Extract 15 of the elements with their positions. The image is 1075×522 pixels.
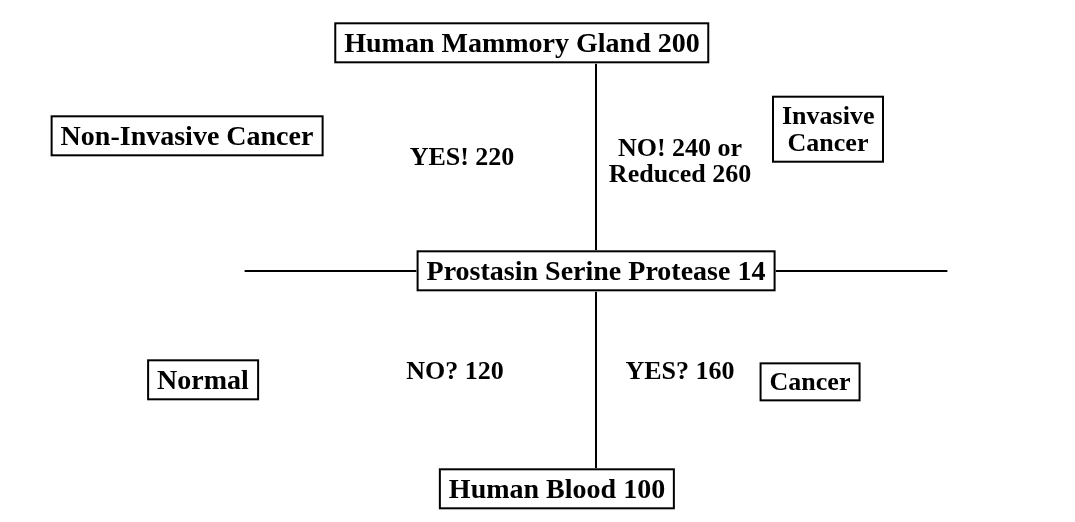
process-box: Non-Invasive Cancer [50,115,324,157]
process-box: Cancer [759,362,861,402]
branch-label: YES? 160 [625,358,735,384]
branch-label: NO! 240 or Reduced 260 [607,135,753,187]
process-box: Human Blood 100 [438,468,676,510]
process-box: Prostasin Serine Protease 14 [416,250,776,292]
connector-line [595,62,597,252]
connector-line [595,290,597,470]
connector-line [243,270,418,272]
process-box: Human Mammory Gland 200 [334,22,710,64]
connector-line [774,270,949,272]
process-box: Normal [147,359,259,401]
branch-label: NO? 120 [406,358,504,384]
process-box: Invasive Cancer [772,95,884,163]
branch-label: YES! 220 [409,144,515,170]
